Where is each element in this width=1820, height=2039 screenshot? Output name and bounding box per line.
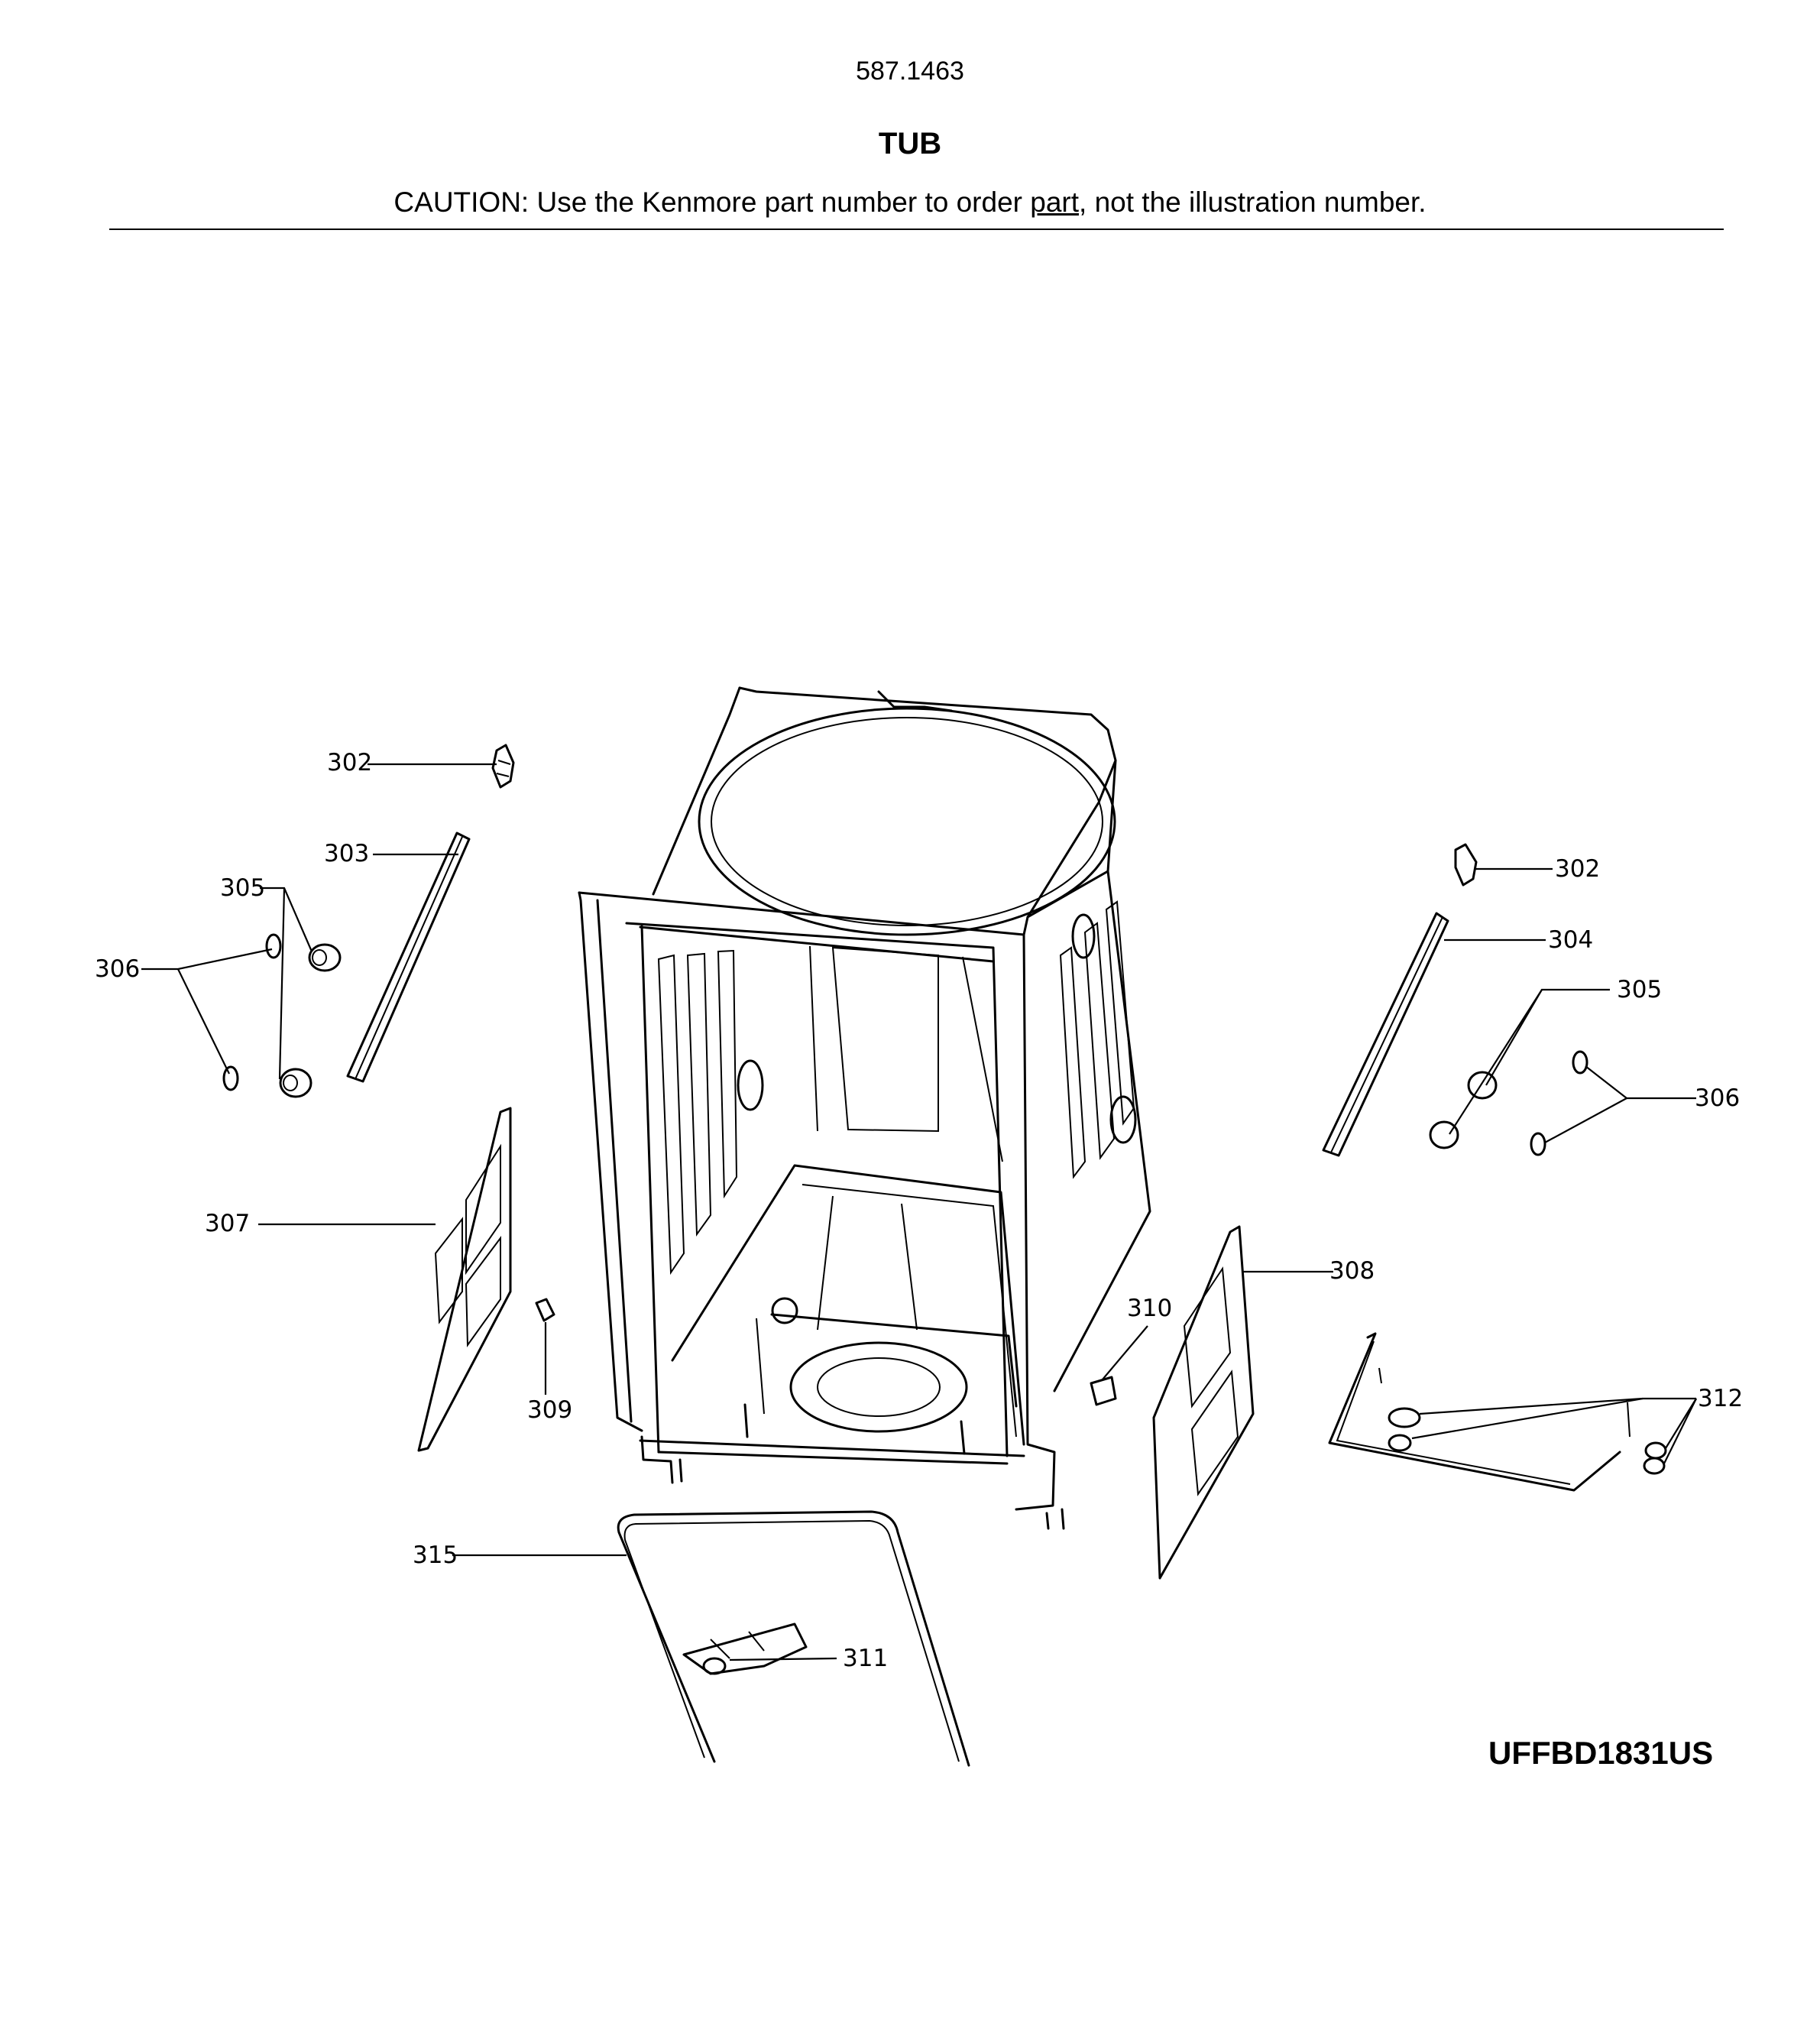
caution-part-link[interactable]: part [1030,186,1080,218]
part-307-left-side-panel [417,1107,512,1452]
part-305-right-wheels [1429,1071,1498,1149]
callout-303: 303 [324,840,369,867]
part-304-right-rail [1322,912,1449,1157]
part-306-right-washers [1530,1050,1588,1156]
callout-308: 308 [1329,1257,1375,1285]
model-number: 587.1463 [856,57,964,86]
callout-311: 311 [843,1645,888,1672]
callout-309: 309 [527,1396,572,1424]
unit-model-code: UFFBD1831US [1488,1735,1714,1771]
header-divider [109,229,1724,230]
callout-307: 307 [205,1210,250,1237]
callout-306-left: 306 [95,955,140,983]
callout-315: 315 [413,1541,458,1569]
part-305-left-wheels [279,943,342,1098]
tub-assembly [578,686,1151,1530]
part-309-clip [535,1298,555,1322]
part-312-hose-bracket [1328,1332,1667,1492]
callout-310: 310 [1127,1295,1172,1322]
leader-lines [141,763,1697,1661]
caution-text-suffix: , not the illustration number. [1079,186,1427,218]
callout-302-right: 302 [1555,855,1600,883]
part-303-left-rail [346,831,471,1083]
caution-text-prefix: CAUTION: Use the Kenmore part number to … [393,186,1031,218]
part-302-right-wheel-holder [1454,843,1478,887]
callout-302-left: 302 [327,749,372,776]
page-title: TUB [878,127,942,160]
caution-notice: CAUTION: Use the Kenmore part number to … [0,186,1820,219]
callout-312: 312 [1698,1385,1743,1412]
part-311-hinge-bracket [682,1622,808,1675]
part-302-left-wheel-holder [491,744,515,789]
part-308-right-side-panel [1152,1225,1255,1580]
callout-306-right: 306 [1695,1084,1740,1112]
callout-304: 304 [1548,926,1593,954]
part-310-clip [1090,1376,1117,1406]
callout-305-left: 305 [220,874,265,902]
callout-305-right: 305 [1617,976,1662,1003]
part-315-door-gasket [617,1510,970,1767]
part-306-left-washers [222,933,282,1091]
